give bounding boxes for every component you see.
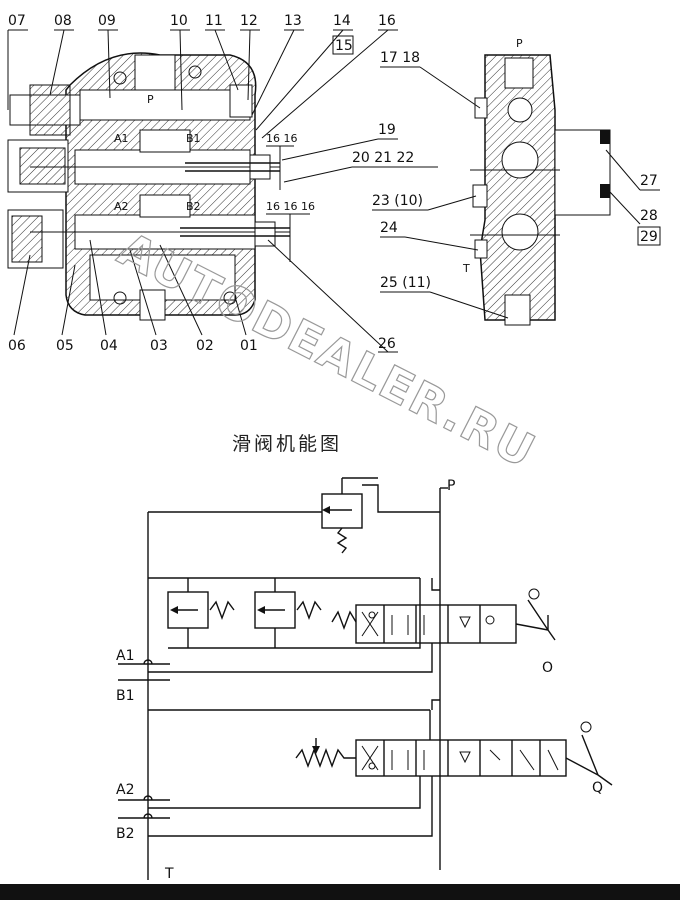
part-label-boxed: 15 [335, 38, 353, 54]
leader-lines-bottom [13, 239, 247, 336]
part-label: 16 [378, 13, 396, 29]
hydraulic-schematic: P T [116, 477, 613, 882]
part-label: 23 (10) [372, 193, 423, 209]
port-label: P [516, 37, 523, 50]
part-label: 06 [8, 338, 26, 354]
part-label: 09 [98, 13, 116, 29]
port-label: P [147, 93, 154, 106]
part-label: 07 [8, 13, 26, 29]
part-label: 24 [380, 220, 398, 236]
port-b2-label: B2 [116, 826, 135, 842]
schematic-title: 滑阀机能图 [232, 433, 342, 455]
part-label: 14 [333, 13, 351, 29]
part-label: 20 21 22 [352, 150, 414, 166]
part-label: 17 18 [380, 50, 420, 66]
part-label: 08 [54, 13, 72, 29]
lever-label-upper: O [542, 660, 553, 676]
port-a1-label: A1 [116, 648, 134, 664]
part-label: 11 [205, 13, 223, 29]
part-label: 04 [100, 338, 118, 354]
part-label: 28 [640, 208, 658, 224]
part-label: 01 [240, 338, 258, 354]
port-label: B1 [186, 132, 201, 145]
section-port-markers: P A1 B1 A2 B2 [114, 93, 201, 213]
valve-section-view [7, 52, 290, 321]
part-label: 10 [170, 13, 188, 29]
callouts-16: 16 16 16 16 16 19 20 21 22 26 [266, 122, 438, 353]
part-label: 12 [240, 13, 258, 29]
part-label: 13 [284, 13, 302, 29]
part-label: 26 [378, 336, 396, 352]
part-label-boxed: 29 [640, 229, 658, 245]
part-label: 25 (11) [380, 275, 431, 291]
part-labels-top: 07 08 09 10 11 12 13 14 16 15 [8, 13, 396, 55]
part-label: 03 [150, 338, 168, 354]
lever-label-lower: Q [592, 780, 603, 796]
port-label: A2 [114, 200, 129, 213]
part-label: 16 16 16 [266, 200, 315, 213]
bottom-border-bar [0, 884, 680, 900]
port-label: T [462, 262, 470, 275]
port-t-label: T [164, 866, 174, 882]
part-label: 16 16 [266, 132, 298, 145]
part-label: 27 [640, 173, 658, 189]
part-labels-bottom: 06 05 04 03 02 01 [8, 338, 258, 354]
part-label: 02 [196, 338, 214, 354]
port-label: A1 [114, 132, 129, 145]
port-p-label: P [447, 478, 455, 494]
part-label: 19 [378, 122, 396, 138]
part-label: 05 [56, 338, 74, 354]
valve-side-view: P T [462, 37, 611, 326]
port-a2-label: A2 [116, 782, 134, 798]
leader-lines-top [7, 29, 398, 139]
side-view-labels: 17 18 23 (10) 24 25 (11) 27 28 29 [372, 50, 661, 319]
port-b1-label: B1 [116, 688, 135, 704]
port-label: B2 [186, 200, 201, 213]
